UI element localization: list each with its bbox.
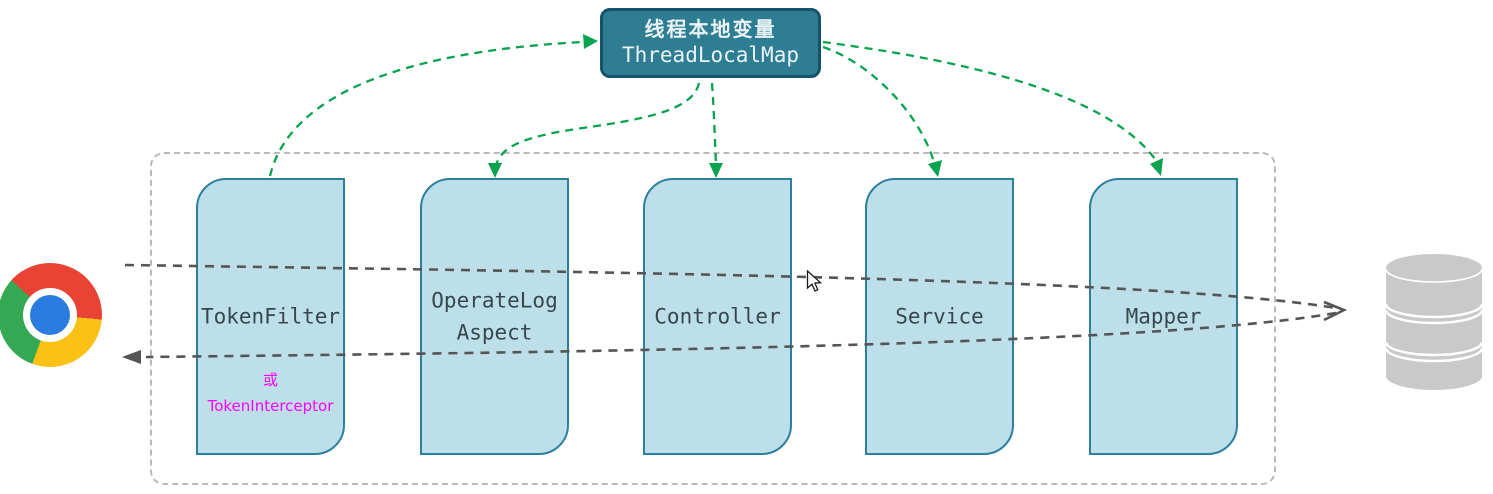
- stage-label-mapper: Mapper: [1125, 304, 1202, 329]
- stage-label-service: Service: [895, 304, 984, 329]
- chrome-browser-icon: [0, 263, 102, 367]
- tokenfilter-alternative-note: 或 TokenInterceptor: [198, 368, 343, 419]
- mouse-cursor-icon: [806, 270, 823, 292]
- database-icon: [1384, 254, 1484, 390]
- stage-label-controller: Controller: [654, 304, 781, 329]
- database-arrowhead-icon: [1323, 300, 1348, 322]
- stage-box-service: Service: [865, 178, 1014, 455]
- threadlocal-to-service-line: [822, 45, 936, 163]
- threadlocal-title-en: ThreadLocalMap: [621, 43, 799, 68]
- threadlocalmap-node: 线程本地变量 ThreadLocalMap: [600, 8, 821, 78]
- browser-arrowhead-icon: [122, 350, 141, 364]
- stage-box-operatelog-aspect: OperateLog Aspect: [420, 178, 569, 455]
- chrome-blue-core-icon: [29, 294, 71, 336]
- stage-box-mapper: Mapper: [1089, 178, 1238, 455]
- alt-or-text: 或: [262, 371, 278, 389]
- stage-box-controller: Controller: [643, 178, 792, 455]
- threadlocal-arrowhead-icon: [583, 34, 598, 49]
- threadlocal-to-mapper-line: [822, 40, 1156, 160]
- threadlocal-title-cn: 线程本地变量: [644, 17, 777, 42]
- alt-class-name: TokenInterceptor: [207, 396, 334, 415]
- stage-label-operatelog-aspect: OperateLog Aspect: [431, 287, 558, 345]
- stage-label-tokenfilter: TokenFilter: [200, 304, 341, 329]
- stage-box-tokenfilter: TokenFilter 或 TokenInterceptor: [196, 178, 345, 455]
